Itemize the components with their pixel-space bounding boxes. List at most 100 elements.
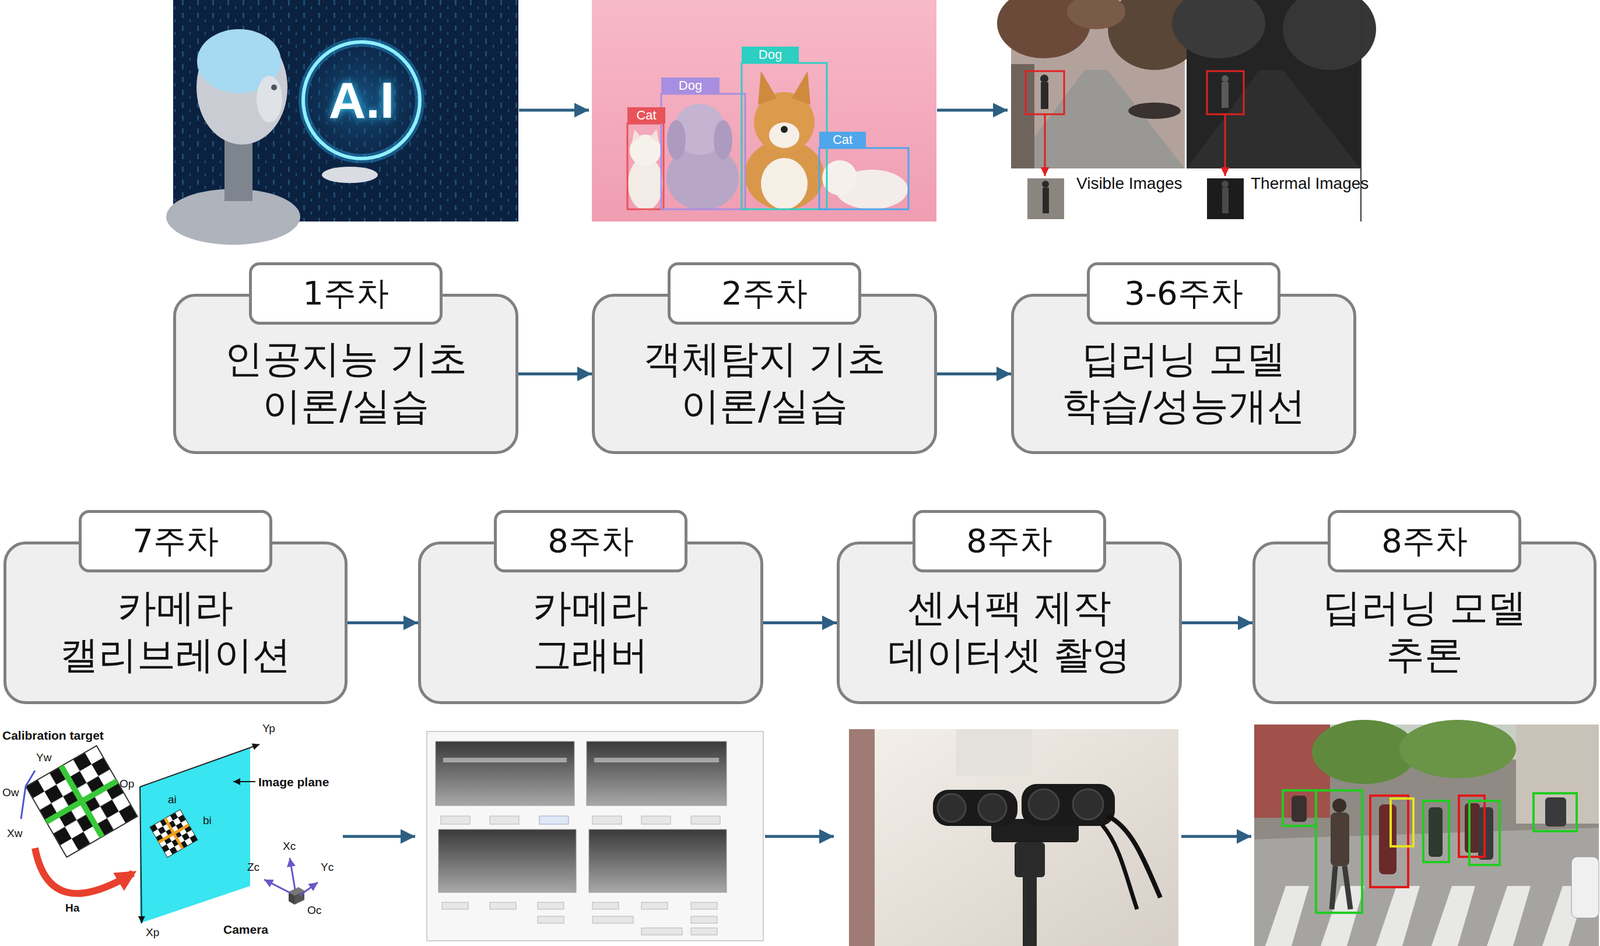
flow-arrow: [1181, 621, 1253, 625]
grabber-screenshot-part: [435, 741, 575, 806]
calibration-diagram-part: [139, 787, 142, 924]
visible-thermal-picture-part: [1186, 69, 1361, 169]
object-detection-picture-part: [666, 145, 739, 211]
object-detection-picture-part: [649, 129, 659, 143]
box-text: 인공지능 기초 이론/실습: [211, 335, 481, 430]
grabber-screenshot-part: [440, 816, 470, 825]
week-tab: 1주차: [248, 262, 443, 325]
grabber-screenshot-part: [690, 916, 718, 924]
visible-thermal-picture-part: [1040, 74, 1049, 83]
axis-label: Xc: [282, 840, 296, 854]
grabber-screenshot-part: [537, 902, 564, 910]
street-detection-picture-part: [1311, 720, 1417, 785]
street-detection-picture-part: [1254, 827, 1599, 946]
process-box: 7주차카메라 캘리브레이션: [3, 541, 348, 705]
calibration-diagram-part: [233, 781, 256, 783]
calibration-diagram-part: [139, 744, 260, 788]
visible-thermal-picture-part: [1044, 114, 1047, 177]
logo-text: A.I: [328, 72, 395, 129]
street-detection-picture-part: [1571, 857, 1599, 919]
street-detection-picture-part: [1458, 795, 1485, 858]
calibration-diagram-part-part: [25, 745, 138, 858]
street-detection-picture: [1254, 720, 1599, 946]
visible-thermal-picture-part: [1128, 102, 1181, 119]
street-detection-picture-part: [1331, 866, 1336, 910]
sensor-pack-photo-part: [937, 794, 966, 823]
sensor-pack-photo-part: [848, 729, 1179, 946]
point-label: ai: [167, 794, 177, 807]
object-detection-picture-part: [744, 139, 824, 210]
axis-label: Yw: [36, 752, 52, 765]
visible-thermal-picture-part: [1206, 71, 1244, 115]
week-tab: 8주차: [1327, 510, 1522, 573]
street-detection-picture-part: [1282, 790, 1317, 827]
picture-arrows-part: [342, 835, 416, 839]
picture-arrows-part: [765, 835, 834, 839]
grabber-screenshot: [426, 731, 764, 942]
street-detection-picture-part: [1399, 720, 1517, 779]
object-detection-picture-part: [674, 103, 726, 156]
visible-thermal-picture: [997, 0, 1377, 222]
visible-thermal-picture-part: [1027, 178, 1065, 220]
transform-label: Ha: [65, 902, 80, 915]
grabber-screenshot-part: [690, 902, 718, 910]
street-detection-picture-part: [1431, 886, 1476, 946]
street-detection-picture-part: [1254, 724, 1331, 819]
street-detection-picture-part: [1533, 793, 1577, 832]
object-detection-picture-part: [760, 158, 808, 210]
calibration-diagram-part-part: [149, 809, 198, 858]
image-caption: Visible Images: [1076, 174, 1183, 194]
box-text: 카메라 캘리브레이션: [40, 584, 311, 679]
ai-picture-part: [196, 30, 288, 145]
street-detection-picture-part: [1469, 801, 1500, 866]
visible-thermal-picture-part: [1025, 71, 1065, 115]
process-box: 3-6주차딥러닝 모델 학습/성능개선: [1011, 293, 1357, 455]
street-detection-picture-part: [1478, 807, 1494, 861]
process-box: 8주차카메라 그래버: [418, 541, 764, 705]
object-detection-picture-part: [769, 122, 800, 149]
picture-arrows-part: [1181, 835, 1252, 839]
flow-arrow: [937, 372, 1012, 376]
street-detection-picture-part: [1254, 724, 1599, 946]
calibration-diagram-part: [289, 858, 296, 890]
street-detection-picture-part: [1291, 795, 1307, 823]
street-detection-picture-part: [1376, 886, 1420, 946]
box-text: 카메라 그래버: [504, 584, 678, 679]
visible-thermal-picture-part: [1011, 69, 1185, 169]
street-detection-picture-part: [1330, 812, 1350, 867]
grabber-screenshot-part: [489, 816, 519, 825]
calibration-diagram-part: [25, 770, 35, 787]
calibration-diagram-part: [264, 879, 291, 894]
flow-arrow: [347, 621, 419, 625]
sensor-pack-photo-part: [978, 794, 1007, 823]
sensor-pack-photo-part: [1022, 877, 1037, 946]
grabber-screenshot-part: [594, 758, 719, 763]
sensor-pack-photo-part: [956, 729, 1033, 777]
calibration-diagram-part: [299, 882, 318, 896]
week-tab: 2주차: [667, 262, 862, 325]
object-detection-picture-part: [791, 71, 811, 105]
object-detection-picture-part: [822, 160, 858, 196]
grabber-screenshot-part: [438, 829, 577, 893]
visible-thermal-picture-part: [1222, 187, 1229, 214]
flow-arrow: [518, 372, 592, 376]
street-detection-picture-part: [1254, 724, 1599, 760]
object-detection-picture-part: [753, 92, 815, 153]
image-caption: Thermal Images: [1250, 174, 1369, 194]
calibration-diagram-part: [288, 887, 305, 896]
object-detection-picture-part: [667, 120, 686, 160]
ai-picture-part: [166, 188, 301, 245]
visible-thermal-picture-part: [1042, 187, 1049, 214]
object-detection-picture-part: [835, 169, 908, 210]
grabber-screenshot-part: [690, 816, 721, 825]
grabber-screenshot-part: [441, 902, 469, 910]
street-detection-picture-part: [1486, 886, 1531, 946]
grabber-screenshot-part: [489, 902, 517, 910]
part-name: Camera: [223, 923, 269, 937]
visible-thermal-picture-part: [1040, 82, 1049, 110]
ai-picture-part: [321, 166, 378, 184]
sensor-pack-photo-part: [991, 819, 1079, 843]
calibration-diagram-part-part: [165, 818, 183, 849]
